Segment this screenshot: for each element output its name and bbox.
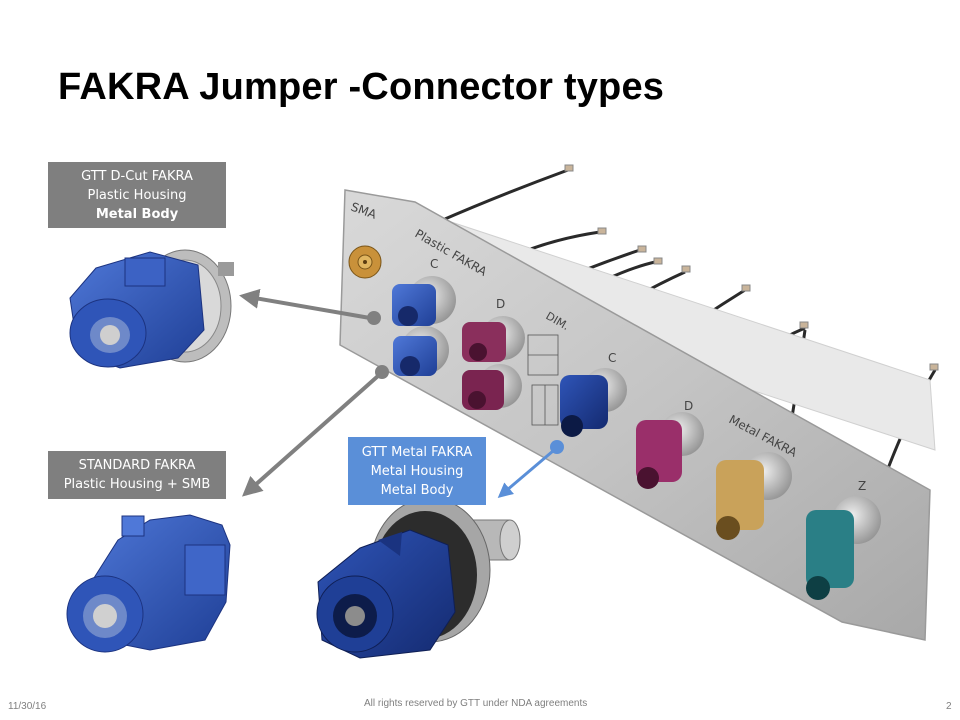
metal-fakra-d — [636, 412, 704, 489]
metal-plate — [339, 189, 931, 641]
pointer-dot-dcut — [367, 311, 381, 325]
footer-date: 11/30/16 — [8, 701, 47, 712]
label-metal-line3: Metal Body — [380, 483, 454, 498]
label-metal-line2: Metal Housing — [370, 464, 464, 479]
cable-ends — [564, 164, 939, 371]
footer-copyright: All rights reserved by GTT under NDA agr… — [364, 698, 588, 709]
sma-connector — [348, 245, 382, 279]
panel-label-z: Z — [858, 479, 866, 493]
label-dcut-line3: Metal Body — [95, 207, 179, 222]
plastic-fakra-d — [462, 316, 525, 410]
metal-fakra-c — [560, 368, 627, 437]
label-metal-fakra: GTT Metal FAKRA Metal Housing Metal Body — [348, 437, 486, 505]
slide-title: FAKRA Jumper -Connector types — [58, 66, 665, 108]
metal-fakra-image — [316, 497, 521, 659]
panel-label-c2: C — [608, 351, 616, 365]
footer-page-number: 2 — [946, 701, 952, 712]
label-metal-line1: GTT Metal FAKRA — [361, 445, 473, 460]
dim-sticker — [527, 334, 559, 426]
panel-label-d1: D — [496, 297, 505, 311]
label-standard-line2: Plastic Housing + SMB — [63, 477, 211, 492]
arrow-standard — [242, 374, 380, 497]
plastic-fakra-c — [392, 276, 456, 376]
pointer-dot-standard — [375, 365, 389, 379]
dcut-fakra-image — [69, 249, 234, 369]
metal-fakra-curry — [716, 452, 792, 540]
label-dcut-line2: Plastic Housing — [87, 188, 187, 203]
label-dcut-fakra: GTT D-Cut FAKRA Plastic Housing Metal Bo… — [48, 162, 226, 228]
metal-fakra-z — [806, 496, 881, 600]
label-dcut-line1: GTT D-Cut FAKRA — [81, 169, 193, 184]
pointer-dot-metal — [550, 440, 564, 454]
panel-label-d2: D — [684, 399, 693, 413]
standard-fakra-image — [66, 514, 231, 653]
label-standard-fakra: STANDARD FAKRA Plastic Housing + SMB — [48, 451, 226, 499]
arrow-dcut — [239, 288, 371, 320]
label-standard-line1: STANDARD FAKRA — [78, 458, 196, 473]
arrow-metal — [497, 449, 554, 498]
panel-label-c1: C — [430, 257, 438, 271]
